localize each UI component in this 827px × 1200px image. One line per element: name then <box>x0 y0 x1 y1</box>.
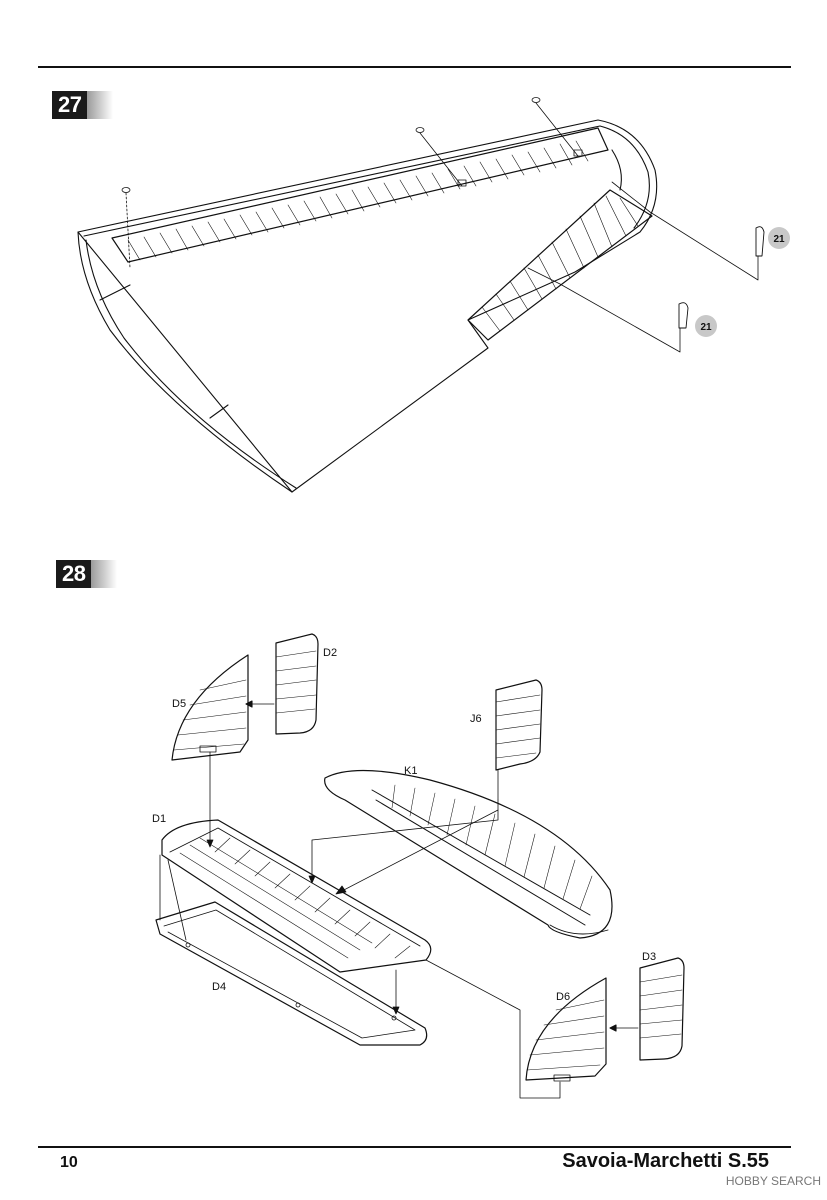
part-label-d6: D6 <box>556 991 570 1003</box>
part-label-k1: K1 <box>404 765 417 777</box>
assembly-leader-lines <box>159 751 561 1099</box>
part-d4 <box>155 901 428 1046</box>
callout-21-lower: 21 <box>695 315 717 337</box>
part-d3 <box>609 957 685 1061</box>
part-d5 <box>171 654 249 761</box>
part-j6 <box>495 679 543 801</box>
part-label-d2: D2 <box>323 647 337 659</box>
footer-rule <box>38 1146 791 1148</box>
step-27-badge: 27 <box>52 90 114 120</box>
step-number: 27 <box>52 91 88 119</box>
part-d2 <box>245 633 319 735</box>
part-k1 <box>324 769 613 939</box>
part-label-d5: D5 <box>172 698 186 710</box>
header-rule <box>38 66 791 68</box>
wing-drawing <box>77 97 765 493</box>
part-label-j6: J6 <box>470 713 482 725</box>
part-label-d1: D1 <box>152 813 166 825</box>
callout-number: 21 <box>773 234 785 245</box>
part-d1 <box>161 819 432 973</box>
part-d6 <box>525 977 607 1082</box>
part-label-d4: D4 <box>212 981 226 993</box>
callout-21-upper: 21 <box>768 227 790 249</box>
step-number: 28 <box>56 560 92 588</box>
page-number: 10 <box>60 1154 78 1171</box>
step-28-badge: 28 <box>56 559 118 589</box>
part-label-d3: D3 <box>642 951 656 963</box>
model-title: Savoia-Marchetti S.55 <box>562 1150 769 1172</box>
callout-number: 21 <box>700 322 712 333</box>
watermark: HOBBY SEARCH <box>725 1174 821 1188</box>
